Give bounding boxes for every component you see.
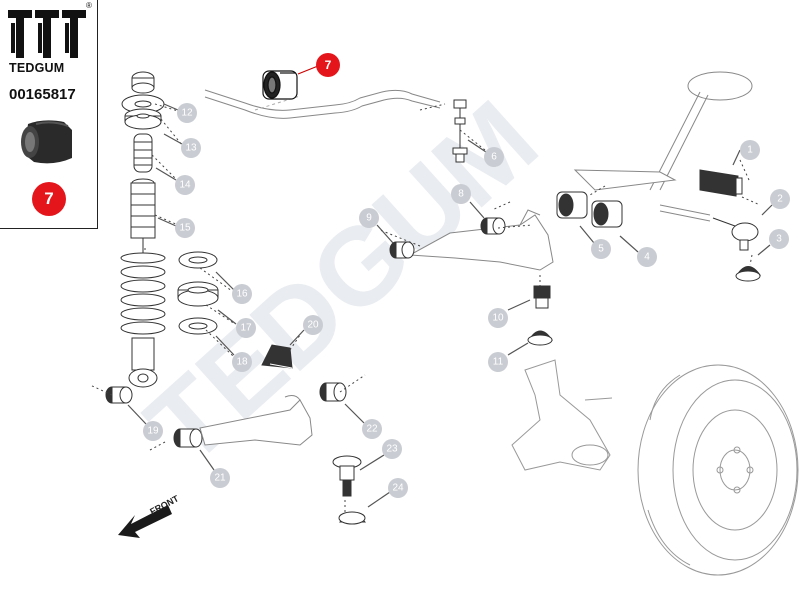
callout-13: 13 (163, 133, 201, 158)
callout-5: 5 (579, 225, 611, 259)
part-4-bushing (591, 200, 623, 228)
svg-text:24: 24 (392, 483, 404, 494)
svg-text:1: 1 (747, 145, 753, 156)
part-number: 00165817 (9, 86, 76, 103)
svg-text:2: 2 (777, 194, 783, 205)
callout-4: 4 (619, 235, 657, 267)
svg-text:6: 6 (491, 152, 497, 163)
svg-text:21: 21 (214, 473, 226, 484)
strut-assembly (120, 71, 219, 388)
part-22-bushing (319, 382, 347, 402)
svg-text:7: 7 (325, 58, 332, 72)
part-15-dust-boot (130, 178, 156, 239)
upper-arm-assembly (408, 71, 753, 271)
callout-6: 6 (467, 139, 504, 167)
part-3-dust-cap (735, 266, 761, 282)
product-card: ® TEDGUM 00165817 7 (0, 0, 98, 229)
bushing-product-icon (21, 120, 72, 164)
steering-knuckle (511, 359, 613, 471)
rubber-bushings (105, 169, 761, 525)
svg-text:16: 16 (236, 289, 248, 300)
part-2-tie-rod-end (712, 217, 759, 251)
part-13-bearing-plate (124, 108, 162, 130)
svg-text:5: 5 (598, 244, 604, 255)
coil-spring-and-shock (120, 238, 166, 388)
part-20-bump-stop (261, 344, 293, 369)
stabilizer-bar (204, 89, 468, 163)
tedgum-logo-icon (8, 10, 86, 58)
registered-mark: ® (86, 1, 92, 10)
lower-arm (199, 395, 313, 446)
part-11-dust-cap (527, 330, 553, 346)
part-19-bushing (105, 386, 133, 404)
svg-text:10: 10 (492, 313, 504, 324)
callout-7-highlight: 7 (297, 53, 340, 77)
callout-12: 12 (163, 103, 197, 123)
part-16-spring-seat (178, 251, 218, 269)
part-18-spring-seat (178, 317, 218, 335)
part-9-bushing (389, 241, 415, 259)
callout-18: 18 (215, 335, 252, 372)
wheel-and-tire (637, 364, 799, 576)
callout-3: 3 (757, 229, 789, 256)
part-7-stabilizer-bushing (262, 70, 298, 100)
part-10-ball-joint (533, 285, 551, 309)
part-24-dust-cap (338, 511, 367, 525)
svg-text:23: 23 (386, 444, 398, 455)
svg-text:9: 9 (366, 213, 372, 224)
part-21-bushing (173, 428, 203, 448)
part-12-top-mount (121, 71, 165, 114)
part-1-rack-boot (699, 169, 743, 197)
svg-text:11: 11 (493, 357, 504, 368)
svg-text:22: 22 (366, 424, 378, 435)
callout-20: 20 (289, 315, 323, 346)
svg-text:12: 12 (181, 108, 193, 119)
part-6-stabilizer-link (452, 99, 468, 163)
callouts: 1 2 3 4 5 6 8 9 10 11 12 13 14 15 16 17 … (127, 53, 790, 508)
svg-text:18: 18 (236, 357, 248, 368)
svg-text:20: 20 (307, 320, 319, 331)
callout-1: 1 (732, 140, 760, 166)
part-17-strut-bearing (177, 281, 219, 307)
svg-text:4: 4 (644, 252, 650, 263)
svg-text:13: 13 (185, 143, 197, 154)
callout-9: 9 (359, 208, 394, 244)
svg-text:3: 3 (776, 234, 782, 245)
callout-14: 14 (155, 167, 195, 195)
front-arrow-icon: FRONT (118, 493, 181, 538)
callout-8: 8 (451, 184, 485, 219)
position-badge: 7 (32, 182, 66, 216)
callout-21: 21 (199, 449, 230, 488)
callout-10: 10 (488, 299, 531, 328)
callout-22: 22 (344, 403, 382, 439)
svg-text:15: 15 (179, 223, 191, 234)
svg-text:8: 8 (458, 189, 464, 200)
callout-16: 16 (215, 271, 252, 304)
part-5-bushing (556, 191, 588, 219)
callout-23: 23 (359, 439, 402, 471)
svg-text:17: 17 (240, 323, 252, 334)
callout-17: 17 (217, 309, 256, 338)
callout-2: 2 (761, 189, 790, 216)
callout-11: 11 (488, 342, 529, 372)
brand-name: TEDGUM (9, 61, 65, 75)
leader-lines (89, 103, 761, 512)
part-8-bushing (480, 217, 506, 235)
part-23-ball-joint (332, 455, 362, 497)
callout-19: 19 (127, 404, 163, 441)
svg-text:14: 14 (179, 180, 191, 191)
callout-24: 24 (367, 478, 408, 508)
svg-text:19: 19 (147, 426, 159, 437)
part-14-bump-stop (133, 133, 153, 173)
callout-15: 15 (157, 217, 195, 238)
